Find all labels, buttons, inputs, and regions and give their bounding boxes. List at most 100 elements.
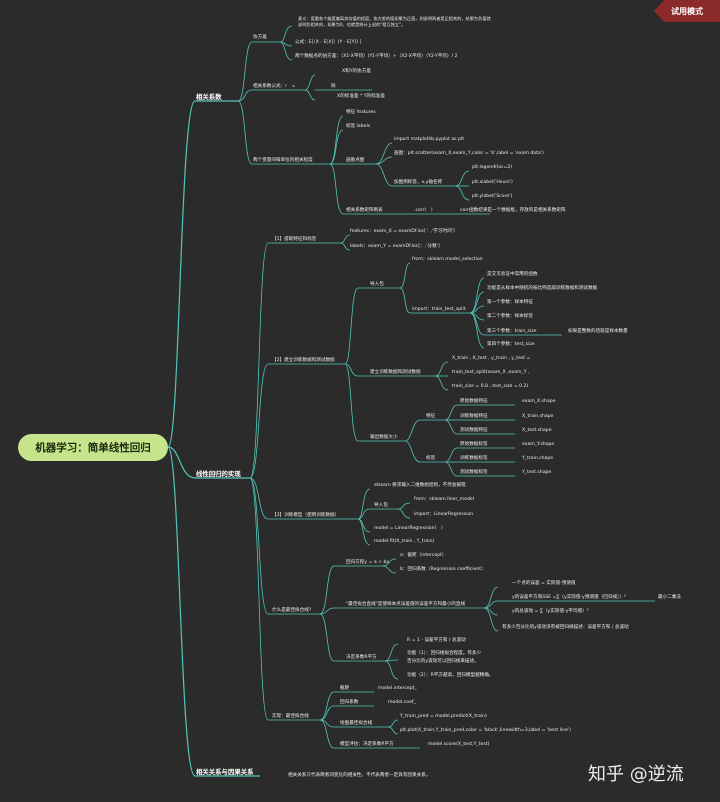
split-line-3: train_size = 0.8 , test_size = 0.2)	[452, 384, 529, 389]
least-squares: 最小二乘法	[658, 595, 681, 600]
sse: y的误差平方和SSE =∑（y实际值-y预测值（回归线））²	[512, 595, 626, 600]
import-matplotlib: import matplotlib.pyplot as plt	[394, 137, 465, 142]
node-label: 标签	[426, 456, 436, 461]
param-2: 第二个参数：样本标签	[487, 314, 533, 319]
node-axis-labels: 加图例标签，x,y轴名称	[394, 180, 443, 185]
shape-name: 训练数据标签	[460, 456, 488, 461]
corr-divide: 除	[331, 84, 336, 89]
features-assign: features：exam_X = examDf.loc[：,'学习时间']	[350, 229, 455, 234]
coef-attr: model.coef_	[388, 700, 416, 705]
intercept-attr: model.intercept_	[378, 686, 417, 691]
node-intercept: 截距	[340, 686, 350, 691]
node-corr-formula: 相关系数公式：r =	[253, 84, 296, 89]
model-fit: model.fit(X_train , Y_train)	[374, 539, 435, 544]
covariance-note: 意义：度量各个维度偏离其均值的程度。协方差的值如果为正值，则说明两者是正相关的，…	[298, 16, 491, 27]
node-coef: 回归系数	[340, 700, 359, 705]
labels-assign: labels：exam_Y = examDf.loc[：,'分数']	[350, 244, 440, 249]
from-linear-model: from：skleam.liner_model	[414, 497, 474, 502]
from-model-selection: from：sklearn.model_selection	[412, 257, 483, 262]
split-line-2: train_test_split(exam_X ,exam_Y ,	[452, 370, 530, 375]
corr-call: .corr( )	[414, 208, 433, 213]
connector	[237, 89, 253, 102]
topic-linear-regression: 线性回归的实现	[196, 470, 241, 478]
step-2-split: 【2】建立训练数据和测试数据	[272, 358, 335, 363]
node-best-fit-question: 什么是最佳拟合线?	[272, 608, 312, 613]
connector	[237, 41, 253, 102]
shape-call: X_train.shape	[522, 414, 554, 419]
predict-call: Y_train_pred = model.predict(X_train)	[400, 714, 487, 719]
param-4: 第四个参数：test_size	[487, 342, 535, 347]
node-feature: 特征	[426, 414, 436, 419]
node-plot-line: 绘图最佳拟合线	[340, 721, 373, 726]
node-scatter: 画散点图	[346, 158, 365, 163]
shape-call: Y_train.shape	[522, 456, 554, 461]
root-node: 机器学习：简单线性回归	[18, 434, 168, 461]
sklearn-note: sklearn 要求输入二维数组结构，不然会报错	[374, 483, 466, 488]
r-formula: R = 1 - 误差平方和 / 总波动	[407, 638, 466, 643]
causation-note: 相关关系只代表两者间变化的相关性，不代表两者一定具有因果关系。	[288, 773, 431, 778]
plot-call: plt.plot(X_train,Y_train_pred,color = 'b…	[400, 728, 571, 733]
watermark: 知乎 @逆流	[588, 764, 684, 785]
connector	[167, 100, 196, 448]
node-r-squared: 决定系数R平方	[346, 655, 377, 660]
tts-desc-2: 功能是从样本中随机的按比例选取训练数据和测试数据	[487, 286, 598, 291]
corr-description: corr函数结果是一个数据框，存放的是相关系数矩阵	[460, 208, 566, 213]
ylabel-call: plt.ylabel('Score')	[472, 194, 513, 199]
connector	[237, 100, 253, 165]
topic-correlation-causation: 相关关系与因果关系	[196, 768, 254, 776]
corr-numerator: X和Y的协方差	[342, 69, 371, 74]
step-3-train: 【3】训练模型（使用训练数据）	[272, 513, 340, 518]
import-train-test-split: import：train_test_split	[412, 307, 466, 312]
score-call: model.score(X_test,Y_test)	[428, 742, 490, 747]
shape-name: 原始数据特征	[460, 399, 488, 404]
model-create: model = LinearRegression( )	[374, 526, 443, 531]
param-3: 第三个参数：train_size	[487, 329, 537, 334]
r2-function-1: 功能（1）：回归线拟合程度。有多少	[407, 651, 482, 656]
shape-call: exam_Y.shape	[522, 442, 555, 447]
covariance-formula: 公式：E[（X - E[X]）(Y - E[Y]) ]	[295, 40, 362, 45]
param-3-desc: 如果是整数的话就是样本数量	[568, 329, 628, 334]
step-1-extract: 【1】提取特征和标签	[272, 237, 317, 242]
scatter-call: 画图：plt.scatter(exam_X,exam_Y,color = 'b'…	[394, 151, 544, 156]
shape-name: 测试数据标签	[460, 470, 488, 475]
node-evaluate: 模型评估：决定系数R平方	[340, 742, 394, 747]
import-linear-regression: import：LinearRegression	[414, 512, 474, 517]
node-implement-best-fit: 实现：最佳拟合线	[272, 714, 309, 719]
node-covariance: 协方差	[253, 35, 267, 40]
node-import-pkg: 导入包	[370, 282, 384, 287]
tts-desc-1: 是交叉验证中常用的函数	[487, 272, 538, 277]
node-features: 特征 features	[346, 110, 376, 115]
shape-call: exam_X.shape	[522, 399, 556, 404]
corr-denominator: X的标准差 * Y的标准差	[337, 94, 385, 99]
shape-name: 原始数据标签	[460, 442, 488, 447]
shape-call: X_test.shape	[522, 428, 552, 433]
best-line-definition: "最佳拟合直线"是使样本点误差值的误差平方和最小的直线	[346, 602, 466, 607]
param-1: 第一个参数：样本特征	[487, 300, 533, 305]
shape-name: 训练数据特征	[460, 414, 488, 419]
r2-function-1b: 百分比的y波动可以回归线来描述。	[407, 659, 479, 664]
total-variation: y的总波动 = ∑（y实际值-y平均值）²	[512, 609, 589, 614]
point-error: 一个点的误差 = 实际值-预测值	[512, 581, 576, 586]
connector	[167, 446, 196, 479]
node-corr-matrix: 相关系数矩阵制表	[346, 208, 383, 213]
node-two-variables: 两个变量间每单位的相关程度	[253, 158, 313, 163]
shape-call: Y_test.shape	[522, 470, 552, 475]
node-output-size: 输出数据大小	[370, 435, 398, 440]
connector	[167, 446, 196, 777]
trial-mode-badge: 试用模式	[654, 0, 720, 22]
topic-correlation: 相关系数	[196, 93, 222, 101]
r2-function-2: 功能（2）：R平方越高，回归模型越精确。	[407, 673, 494, 678]
legend-call: plt.legend(loc=2)	[472, 165, 513, 170]
unexplained-ratio: 有多少百分比的y波动没有被回归线描述：误差平方和 / 总波动	[502, 625, 629, 630]
node-labels: 标签 labels	[346, 124, 371, 129]
intercept-a: a：截距（intercept）	[400, 553, 447, 558]
shape-name: 测试数据特征	[460, 428, 488, 433]
regression-equation: 回归方程y = a + bx	[346, 560, 390, 565]
xlabel-call: plt.xlabel('Hours')	[472, 180, 513, 185]
node-build-data: 建立训练数据和测试数据	[370, 370, 421, 375]
node-import-pkg-2: 导入包	[374, 503, 388, 508]
coefficient-b: b：回归系数（Regression coefficient）	[400, 567, 486, 572]
covariance-example: 两个数据点的协方差：（X1-X平均）(Y1-Y平均）+（X2-X平均）（Y2-Y…	[295, 54, 458, 59]
split-line-1: X_train , X_test , y_train , y_test =	[452, 356, 531, 361]
